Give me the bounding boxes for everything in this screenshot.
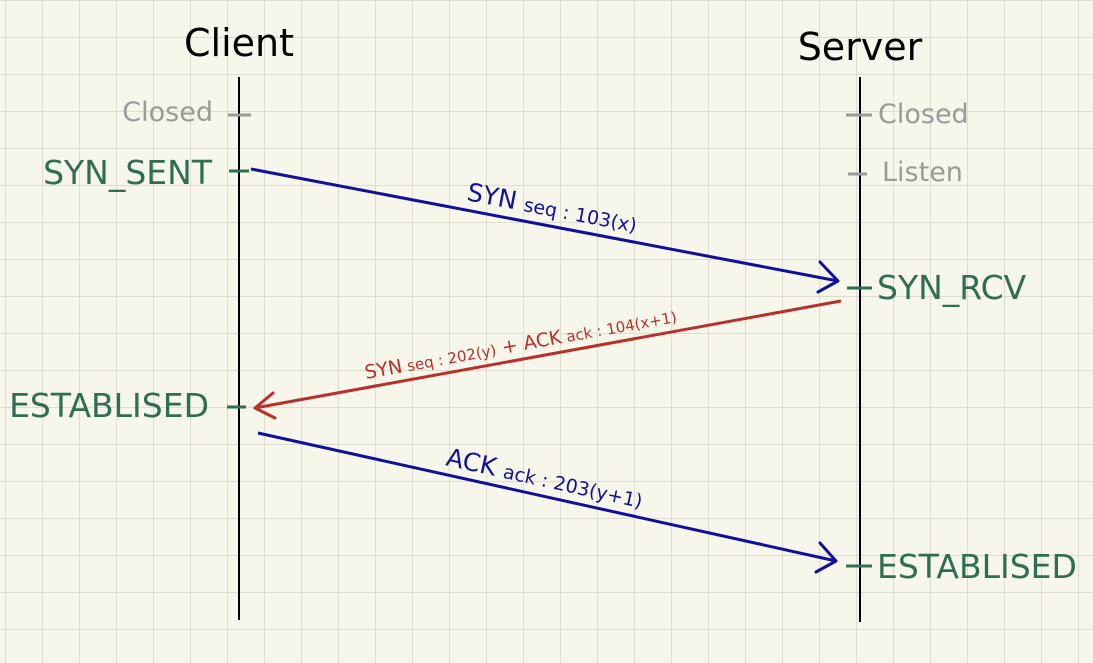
- server-state-established: ESTABLISED: [877, 547, 1077, 586]
- server-state-listen: Listen: [882, 157, 963, 188]
- server-header: Server: [798, 25, 923, 69]
- syn-ack-message-label: SYNseq : 202(y) + ACKack : 104(x+1): [363, 305, 678, 384]
- client-state-closed: Closed: [122, 97, 213, 128]
- syn-ack-message-arrow: [253, 299, 842, 420]
- client-state-syn-sent: SYN_SENT: [43, 153, 213, 192]
- server-state-syn-rcv: SYN_RCV: [877, 268, 1027, 307]
- ack-message-label: ACKack : 203(y+1): [444, 443, 646, 514]
- client-header: Client: [184, 21, 294, 65]
- ack-message-arrow: [257, 431, 838, 574]
- server-state-closed: Closed: [878, 99, 969, 130]
- client-state-established: ESTABLISED: [9, 386, 209, 425]
- syn-message-arrow: [250, 167, 840, 294]
